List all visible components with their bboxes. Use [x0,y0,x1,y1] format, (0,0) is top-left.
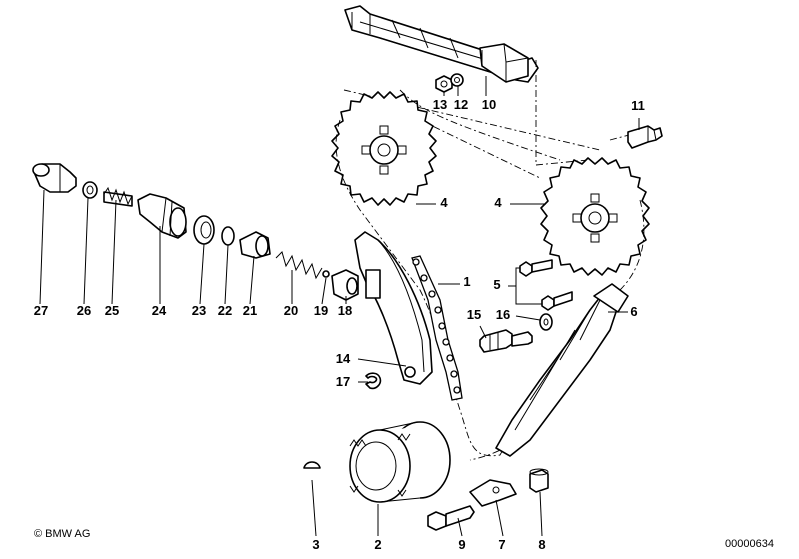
circlip-17 [365,372,382,390]
callout-c19: 19 [314,303,328,318]
plunger-21 [239,231,271,259]
callout-c21: 21 [243,303,257,318]
seal-ring-26 [82,181,98,199]
callout-c11: 11 [631,98,645,113]
callout-c27: 27 [34,303,48,318]
callout-c3: 3 [312,537,319,552]
callout-c24: 24 [152,303,167,318]
callout-c2: 2 [374,537,381,552]
callout-c22: 22 [218,303,232,318]
bolt-9 [427,505,475,531]
bolt-11 [627,125,663,149]
timing-chain-1 [411,255,463,401]
cap-27 [32,163,77,193]
callout-c15: 15 [467,307,481,322]
callout-c20: 20 [284,303,298,318]
spring-25 [103,186,133,207]
callout-c18: 18 [338,303,352,318]
camshaft-sprocket-right [540,157,650,276]
guide-rail-6 [495,283,629,457]
o-ring-22 [221,226,235,246]
bolt-15 [479,329,533,353]
copyright-notice: © BMW AG [34,528,91,540]
washer-16 [539,313,553,331]
callout-c4a: 4 [440,195,448,210]
crankshaft-sprocket-2 [349,421,451,503]
housing-24 [137,193,187,239]
callout-c12: 12 [454,97,468,112]
bracket-7 [469,479,517,507]
piston-18 [331,269,359,301]
callout-c16: 16 [496,307,510,322]
callout-c9: 9 [458,537,465,552]
callout-c1: 1 [463,274,470,289]
guide-rail-10 [344,5,539,83]
spring-20 [275,251,323,280]
ball-19 [322,270,330,278]
seal-23 [193,215,215,245]
bolt-5-upper [519,259,553,277]
callout-c8: 8 [538,537,545,552]
callout-c7: 7 [498,537,505,552]
bolt-5-lower [541,291,573,311]
nut-13 [435,75,453,93]
callout-c25: 25 [105,303,119,318]
callout-c23: 23 [192,303,206,318]
washer-12 [450,73,464,87]
pin-8 [529,468,549,493]
tensioner-rail-14 [354,231,433,385]
woodruff-key-3 [303,461,321,469]
callout-c4b: 4 [494,195,502,210]
callout-c10: 10 [482,97,496,112]
callout-c13: 13 [433,97,447,112]
callout-c17: 17 [336,374,350,389]
leader-lines [39,76,640,537]
callout-c6: 6 [630,304,637,319]
callout-c5: 5 [493,277,500,292]
callout-c14: 14 [336,351,351,366]
document-number: 00000634 [725,538,774,550]
camshaft-sprocket-left [331,91,437,206]
callout-c26: 26 [77,303,91,318]
